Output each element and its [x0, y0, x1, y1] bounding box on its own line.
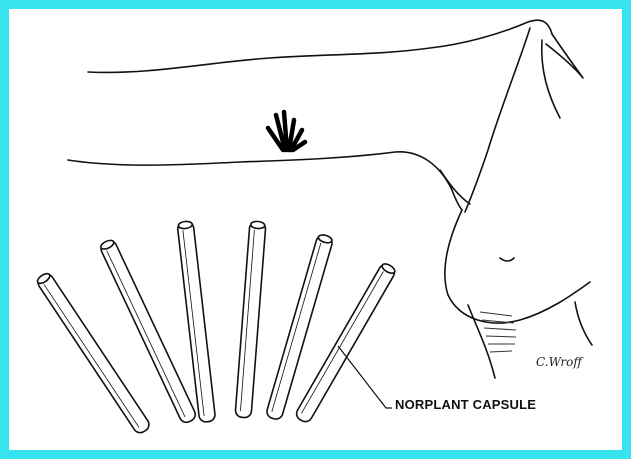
arm-outline-bottom	[68, 152, 462, 210]
shoulder-strap	[465, 28, 530, 212]
norplant-capsule-label: NORPLANT CAPSULE	[395, 397, 536, 412]
artist-signature: C.Wroff	[536, 355, 582, 369]
chest-detail	[468, 305, 495, 378]
implant-fan	[268, 112, 305, 150]
capsule	[235, 221, 266, 418]
chest-outline	[445, 210, 590, 323]
arm-outline-top	[88, 20, 552, 72]
chest-detail-2	[575, 302, 592, 345]
breast-shading	[500, 258, 514, 261]
capsules	[35, 221, 397, 436]
shoulder-outline	[546, 34, 583, 78]
neck-line	[542, 40, 560, 118]
implant-mark	[284, 112, 287, 150]
